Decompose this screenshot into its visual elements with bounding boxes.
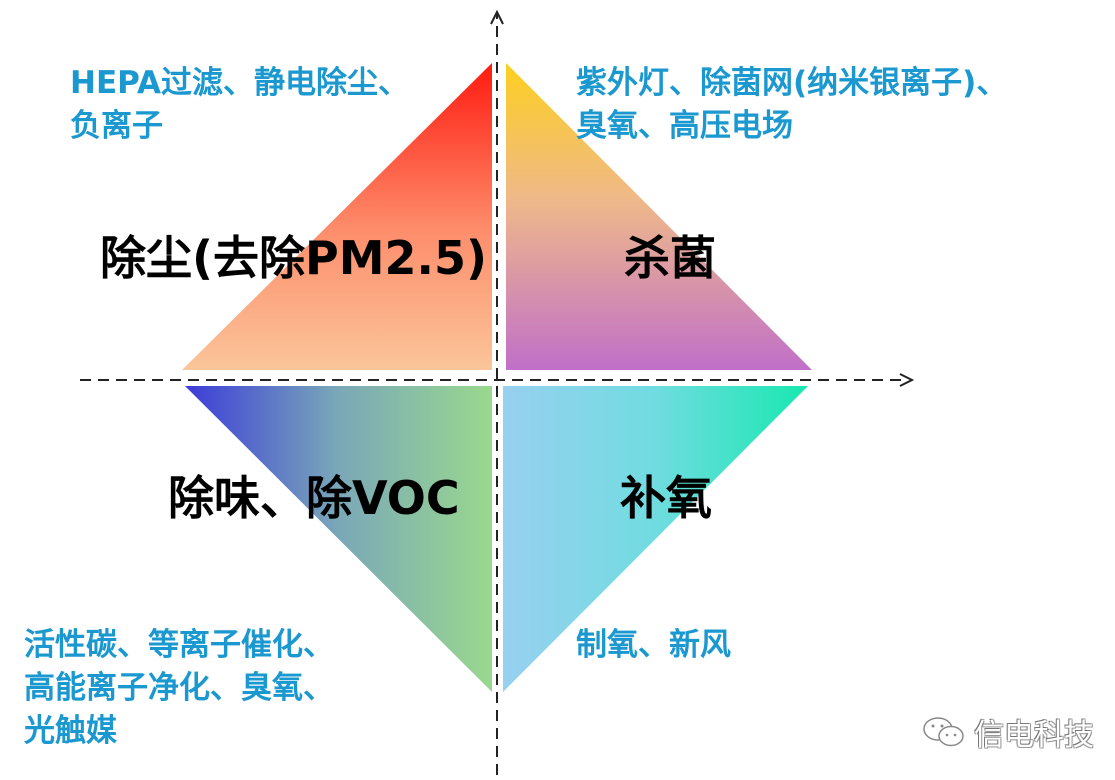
- vertical-axis-arrow: [490, 9, 504, 25]
- triangle-top-left: [182, 63, 492, 370]
- method-line: 活性碳、等离子催化、: [24, 627, 334, 663]
- method-line: HEPA过滤、静电除尘、: [70, 65, 409, 101]
- method-line: 光触媒: [24, 713, 117, 749]
- bottom-left-title: 除味、除VOC: [168, 471, 460, 525]
- bottom-right-methods: 制氧、新风: [576, 624, 731, 667]
- method-line: 高能离子净化、臭氧、: [24, 670, 334, 706]
- triangle-top-right: [506, 63, 812, 370]
- triangle-bottom-left: [185, 386, 492, 692]
- top-left-methods: HEPA过滤、静电除尘、 负离子: [70, 62, 409, 148]
- wechat-icon: [923, 717, 964, 747]
- method-line: 紫外灯、除菌网(纳米银离子)、: [576, 65, 1008, 101]
- top-right-title: 杀菌: [624, 231, 716, 285]
- triangle-bottom-right: [503, 386, 808, 692]
- bottom-left-methods: 活性碳、等离子催化、 高能离子净化、臭氧、 光触媒: [24, 624, 334, 753]
- watermark-text: 信电科技: [974, 718, 1094, 753]
- method-line: 制氧、新风: [576, 627, 731, 663]
- method-line: 负离子: [70, 108, 163, 144]
- method-line: 臭氧、高压电场: [576, 108, 793, 144]
- horizontal-axis-arrow: [899, 373, 915, 387]
- top-right-methods: 紫外灯、除菌网(纳米银离子)、 臭氧、高压电场: [576, 62, 1007, 148]
- watermark: 信电科技: [922, 710, 1094, 754]
- top-left-title: 除尘(去除PM2.5): [100, 231, 488, 285]
- bottom-right-title: 补氧: [620, 471, 712, 525]
